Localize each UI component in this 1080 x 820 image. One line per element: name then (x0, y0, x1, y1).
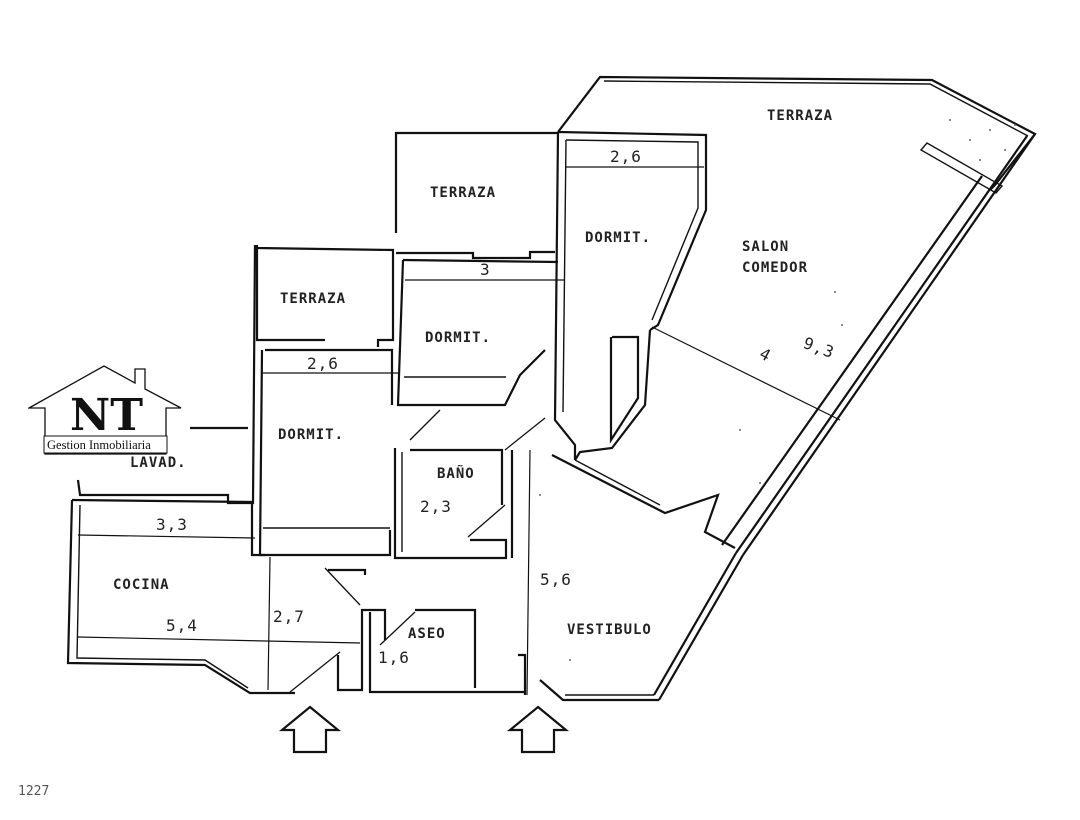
logo-initials: NT (70, 390, 143, 441)
dormit-1-walls (553, 130, 708, 461)
dormit-1-wall-left (553, 131, 577, 460)
company-logo: NT Gestion Inmobiliaria (28, 365, 182, 455)
salon-terraza-walls (539, 75, 1037, 702)
terraza-left-wall-left (255, 248, 325, 342)
dormit-2-wall-left-bottom (396, 259, 546, 407)
dormit-3-door-swing (409, 409, 441, 441)
lavad-walls (76, 244, 257, 505)
bano-walls (393, 417, 546, 560)
dormit-2-wall-top (402, 258, 559, 264)
salon-bottom-wall-inner (574, 459, 661, 506)
entrance-arrow-icon (278, 705, 342, 754)
dormit-1-closet (609, 335, 640, 444)
dimension-label: 9,3 (801, 333, 837, 362)
hall-door-swing (504, 417, 546, 451)
dimension-label: 5,6 (540, 570, 572, 589)
cocina-wall-inner (76, 504, 249, 689)
salon-width-dimension-line (651, 326, 841, 421)
dormit-3-wall-left (258, 349, 392, 557)
speckle-dots (539, 119, 1016, 661)
room-label-cocina: COCINA (113, 577, 170, 593)
dimension-label: 4 (756, 344, 774, 366)
terraza-railing (919, 142, 1004, 194)
room-label-salon: SALON (742, 239, 789, 255)
salon-outer-wall-inner (735, 135, 1028, 554)
dormit-2-walls (396, 258, 565, 407)
entrance-arrow-icon (506, 705, 570, 754)
aseo-wall-right (415, 608, 477, 688)
vestibulo-dimension-line (526, 449, 531, 696)
dimension-label: 2,3 (420, 497, 452, 516)
room-label-dormitorio: DORMIT. (585, 230, 651, 246)
salon-window-line (721, 175, 983, 546)
terraza-mid-bottom-wall (396, 250, 555, 260)
dimension-label: 2,6 (307, 354, 339, 373)
bano-wall-top (410, 448, 504, 505)
dormit-3-walls (258, 348, 441, 557)
dimension-label: 3 (480, 260, 491, 279)
lavad-dimension-line (77, 534, 256, 539)
pasillo-dimension-line (267, 556, 271, 691)
cocina-wall-top (71, 498, 265, 557)
dormit-1-wall-right-inner (565, 139, 699, 321)
reference-code: 1227 (18, 784, 50, 799)
vestibulo-walls (510, 449, 531, 696)
dimension-label: 1,6 (378, 648, 410, 667)
room-label-terraza: TERRAZA (430, 185, 496, 201)
dimension-label: 2,7 (273, 607, 305, 626)
terraza-left-wall (255, 245, 395, 347)
cocina-wall-outer (66, 499, 295, 695)
logo-company-name: Gestion Inmobiliaria (47, 438, 151, 452)
salon-bottom-wall (551, 454, 736, 549)
salon-outer-wall (742, 133, 1036, 556)
aseo-door-swing (379, 611, 416, 646)
room-label-dormitorio: DORMIT. (278, 427, 344, 443)
dimension-label: 3,3 (156, 515, 188, 534)
cocina-walls (66, 498, 361, 695)
dormit-3-wall-top (265, 348, 394, 405)
vestibulo-outer-wall-inner (653, 552, 737, 696)
room-label-aseo: ASEO (408, 626, 446, 642)
vestibulo-bottom-wall (539, 679, 659, 702)
bano-door-swing (467, 504, 506, 538)
aseo-wall-bottom (368, 612, 525, 694)
terraza-left-walls (255, 245, 395, 347)
entrance-jamb (518, 653, 527, 695)
lavad-wall (76, 244, 257, 505)
room-label-dormitorio: DORMIT. (425, 330, 491, 346)
room-label-comedor: COMEDOR (742, 260, 808, 276)
terraza-mid-walls (394, 131, 558, 260)
vestibulo-outer-wall (658, 554, 744, 701)
terraza-main-outer-wall-inner (603, 80, 1029, 137)
room-label-bano: BAÑO (437, 465, 475, 482)
dormit-1-wall-bottom (574, 329, 652, 461)
terraza-main-outer-wall (557, 75, 1037, 191)
cocina-door-swing (289, 651, 341, 693)
dimension-label: 2,6 (610, 147, 642, 166)
room-label-terraza: TERRAZA (767, 108, 833, 124)
room-label-lavadero: LAVAD. (130, 455, 187, 471)
bano-wall-outer (393, 448, 508, 560)
dormit-1-wall-right (557, 130, 708, 331)
dimension-label: 5,4 (166, 616, 198, 635)
dormit-1-wall-left-inner (562, 139, 567, 413)
terraza-mid-outer-wall (394, 131, 558, 233)
room-label-terraza: TERRAZA (280, 291, 346, 307)
aseo-wall-left (336, 608, 387, 692)
pasillo-wall (328, 568, 367, 575)
room-label-vestibulo: VESTIBULO (567, 622, 652, 638)
cocina-dimension-line (77, 636, 361, 644)
pasillo-door-swing (324, 567, 361, 606)
aseo-walls (324, 567, 527, 695)
salon-inner-walls (551, 326, 841, 549)
